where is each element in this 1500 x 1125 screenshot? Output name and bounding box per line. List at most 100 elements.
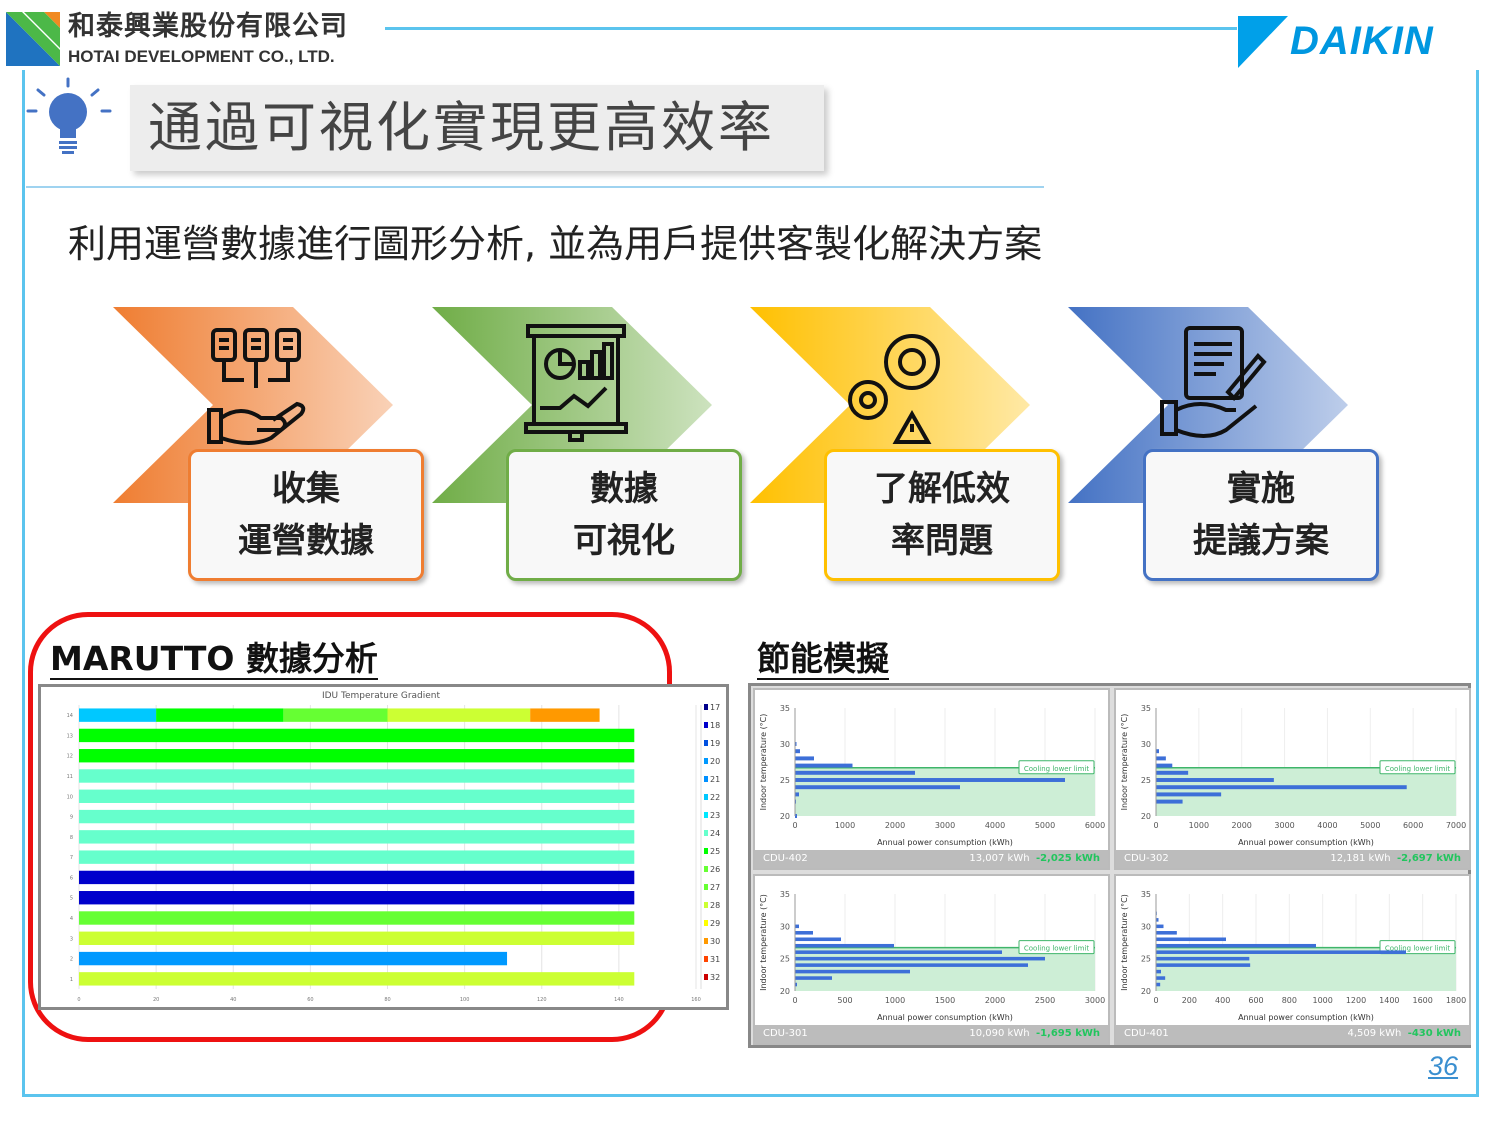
title-background <box>130 85 824 171</box>
energy-bar <box>795 770 915 775</box>
step-label-line2: 率問題 <box>891 521 993 561</box>
energy-bar <box>795 778 1065 782</box>
energy-bar <box>795 956 1045 961</box>
y-tick-label: 13 <box>67 733 73 739</box>
unit-name: CDU-302 <box>1124 853 1169 864</box>
legend-swatch <box>704 758 708 764</box>
x-tick-label: 80 <box>384 997 390 1003</box>
legend-label: 18 <box>710 721 720 730</box>
legend-label: 20 <box>710 757 720 766</box>
y-tick-label: 20 <box>1141 987 1151 996</box>
x-tick-label: 5000 <box>1035 821 1055 830</box>
x-tick-label: 1000 <box>1189 821 1209 830</box>
page-title: 通過可視化實現更高效率 <box>148 96 775 159</box>
bar-segment <box>79 809 635 824</box>
legend-swatch <box>704 740 708 746</box>
energy-bar <box>795 937 841 942</box>
y-tick-label: 9 <box>70 815 73 821</box>
energy-bar <box>795 763 853 768</box>
bar-segment <box>79 708 157 722</box>
bar-segment <box>79 891 635 905</box>
energy-summary: 4,509 kWh -430 kWh <box>1348 1025 1462 1043</box>
energy-bar <box>795 943 894 948</box>
step-label-4: 實施提議方案 <box>1143 449 1379 581</box>
frame-bottom-line <box>22 1094 1479 1097</box>
energy-bar <box>795 950 1002 954</box>
bar-segment <box>387 708 531 722</box>
cooling-limit-label-box <box>1018 760 1095 775</box>
legend-swatch <box>704 920 708 926</box>
y-axis-label: Indoor temperature (°C) <box>1120 714 1129 811</box>
energy-saving: -2,697 kWh <box>1396 853 1461 864</box>
legend-swatch <box>704 812 708 818</box>
y-tick-label: 6 <box>70 875 73 881</box>
energy-bar <box>795 785 960 790</box>
subtitle: 利用運營數據進行圖形分析, 並為用戶提供客製化解決方案 <box>68 222 1043 266</box>
y-tick-label: 20 <box>1141 812 1151 821</box>
lightbulb-icon <box>26 77 112 154</box>
y-tick-label: 35 <box>1141 704 1151 713</box>
legend-swatch <box>704 776 708 782</box>
step-label-line1: 實施 <box>1227 469 1295 509</box>
x-axis-label: Annual power consumption (kWh) <box>1238 838 1374 847</box>
x-tick-label: 60 <box>307 997 313 1003</box>
bar-segment <box>79 728 635 743</box>
energy-summary: 12,181 kWh -2,697 kWh <box>1330 850 1461 868</box>
y-tick-label: 7 <box>70 855 73 861</box>
y-tick-label: 4 <box>70 916 73 922</box>
y-tick-label: 5 <box>70 896 73 902</box>
legend-swatch <box>704 704 708 710</box>
legend-label: 22 <box>710 793 720 802</box>
x-tick-label: 20 <box>153 997 159 1003</box>
x-tick-label: 0 <box>1153 996 1158 1005</box>
energy-bar <box>1156 931 1177 935</box>
comfort-zone <box>1156 947 1456 991</box>
y-tick-label: 3 <box>70 936 73 942</box>
energy-bar <box>1156 943 1316 948</box>
x-tick-label: 0 <box>792 996 797 1005</box>
x-tick-label: 200 <box>1182 996 1197 1005</box>
daikin-brand: DAIKIN <box>1290 19 1434 63</box>
x-tick-label: 1400 <box>1379 996 1399 1005</box>
y-tick-label: 30 <box>1141 922 1151 931</box>
title-divider <box>26 186 1044 188</box>
x-tick-label: 160 <box>691 997 701 1003</box>
data-collection-hand-icon <box>203 322 313 448</box>
y-tick-label: 25 <box>780 776 790 785</box>
legend-swatch <box>704 830 708 836</box>
energy-bar <box>1156 918 1159 922</box>
energy-summary: 10,090 kWh -1,695 kWh <box>969 1025 1100 1043</box>
panel-footer: CDU-302 12,181 kWh -2,697 kWh <box>1116 850 1469 868</box>
step-label-line1: 收集 <box>272 469 340 509</box>
comfort-zone <box>795 767 1095 816</box>
legend-label: 21 <box>710 775 720 784</box>
y-tick-label: 35 <box>780 704 790 713</box>
step-label-2: 數據可視化 <box>506 449 742 581</box>
x-tick-label: 2000 <box>885 821 905 830</box>
presentation-board-chart-icon <box>522 322 632 448</box>
total-energy: 4,509 kWh <box>1347 1028 1402 1039</box>
step-label-1: 收集運營數據 <box>188 449 424 581</box>
bar-segment <box>79 830 635 844</box>
x-tick-label: 1600 <box>1412 996 1432 1005</box>
frame-right-line <box>1476 70 1479 1097</box>
energy-bar <box>1156 950 1406 954</box>
chart-title: IDU Temperature Gradient <box>322 691 441 701</box>
legend-swatch <box>704 848 708 854</box>
energy-bar <box>1156 963 1251 967</box>
y-axis-label: Indoor temperature (°C) <box>759 714 768 811</box>
bar-segment <box>79 931 635 945</box>
y-tick-label: 25 <box>1141 776 1151 785</box>
x-tick-label: 100 <box>460 997 470 1003</box>
legend-swatch <box>704 956 708 962</box>
frame-left-line <box>22 70 25 1097</box>
x-tick-label: 1000 <box>885 996 905 1005</box>
legend-label: 26 <box>710 865 720 874</box>
legend-swatch <box>704 866 708 872</box>
x-tick-label: 6000 <box>1085 821 1105 830</box>
